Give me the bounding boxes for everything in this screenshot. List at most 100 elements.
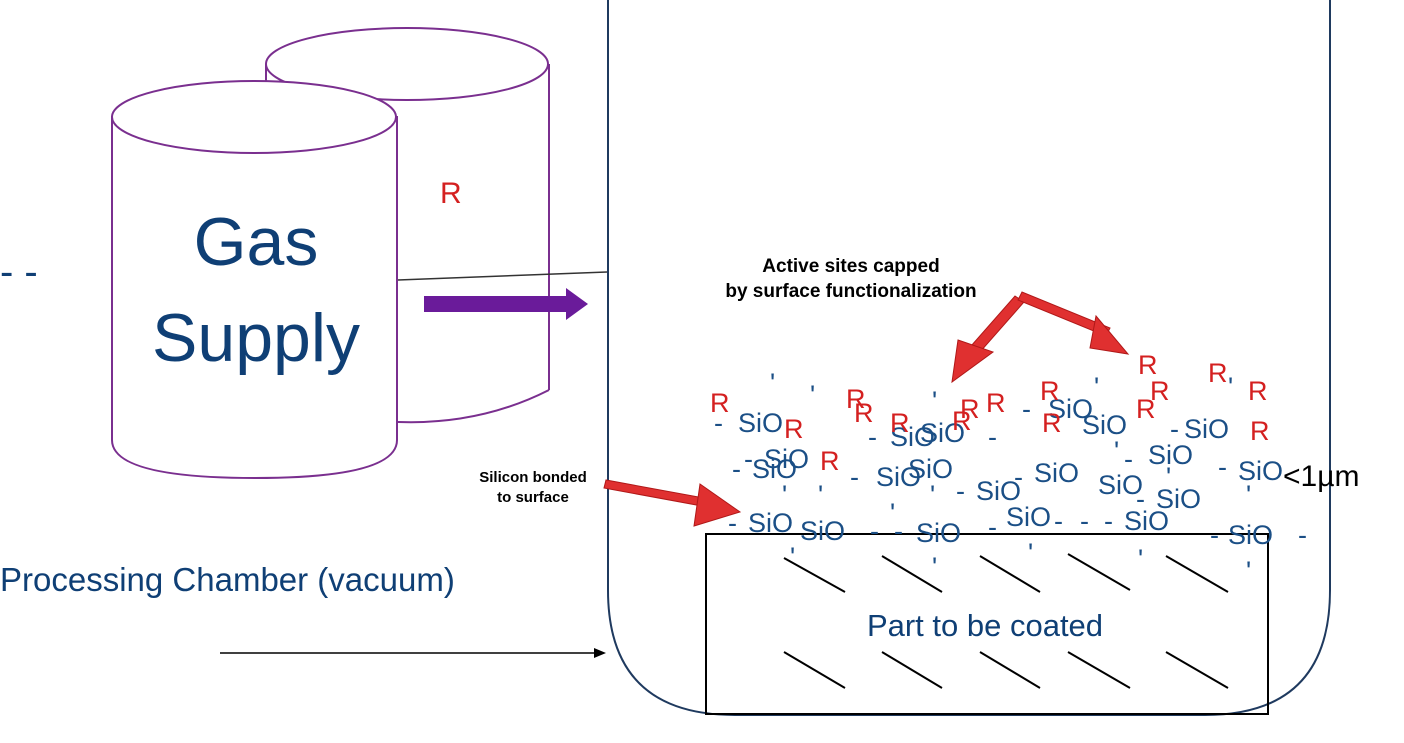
bond-mark: - xyxy=(868,422,877,452)
bond-mark: - xyxy=(744,444,753,474)
bond-mark: - xyxy=(714,408,723,438)
bond-mark: - xyxy=(728,508,737,538)
chamber-label: Processing Chamber (vacuum) xyxy=(0,561,455,598)
sio-molecule: SiO xyxy=(876,462,921,492)
vertical-bond-mark: ' xyxy=(1246,556,1251,586)
r-group: R xyxy=(820,446,840,476)
feed-line xyxy=(397,271,608,281)
r-group: R xyxy=(1150,376,1170,406)
vertical-bond-mark: ' xyxy=(1246,480,1251,510)
sio-molecule: SiO xyxy=(1228,520,1273,550)
r-group: R xyxy=(1040,376,1060,406)
sio-molecule: SiO xyxy=(748,508,793,538)
r-group: R xyxy=(952,406,972,436)
r-group: R xyxy=(1042,408,1062,438)
bond-mark: - xyxy=(1104,506,1113,536)
vertical-bond-mark: ' xyxy=(932,386,937,416)
active-sites-callout-line2: by surface functionalization xyxy=(725,281,976,302)
r-group: R xyxy=(986,388,1006,418)
r-group: R xyxy=(784,414,804,444)
vertical-bond-mark: ' xyxy=(810,380,815,410)
sio-molecule: SiO xyxy=(890,422,935,452)
gas-supply-label-line1: Gas xyxy=(194,204,319,280)
sio-molecule: SiO xyxy=(908,454,953,484)
left-fragment: - - xyxy=(0,250,38,294)
sio-molecule: SiO xyxy=(976,476,1021,506)
back-gas-cylinder: R xyxy=(265,27,550,424)
part-hatching xyxy=(783,553,1229,689)
vertical-bond-mark: ' xyxy=(818,480,823,510)
sio-molecule: SiO xyxy=(1034,458,1079,488)
gas-flow-arrow xyxy=(424,288,588,320)
gas-supply-label-line2: Supply xyxy=(152,300,360,376)
bond-mark: - xyxy=(1014,462,1023,492)
sio-molecule: SiO xyxy=(920,418,965,448)
vertical-bond-mark: ' xyxy=(770,368,775,398)
front-cylinder-top xyxy=(111,80,397,154)
bond-mark: - xyxy=(1124,444,1133,474)
bond-mark: - xyxy=(1054,506,1063,536)
silicon-callout-line1: Silicon bonded xyxy=(479,469,587,486)
sio-molecule: SiO xyxy=(764,444,809,474)
vertical-bond-mark: ' xyxy=(1094,372,1099,402)
r-group: R xyxy=(890,408,910,438)
vertical-bond-mark: ' xyxy=(932,552,937,582)
sio-molecule: SiO xyxy=(916,518,961,548)
r-group: R xyxy=(854,398,874,428)
r-group: R xyxy=(1250,416,1270,446)
r-group: R xyxy=(846,384,866,414)
thickness-label: <1µm xyxy=(1283,460,1359,493)
gas-supply-cylinder: Gas Supply xyxy=(111,80,398,480)
sio-molecule: SiO xyxy=(1148,440,1193,470)
chamber-pointer-arrow xyxy=(220,648,606,658)
vertical-bond-mark: ' xyxy=(1114,436,1119,466)
bond-mark: - xyxy=(1136,484,1145,514)
active-sites-callout-line1: Active sites capped xyxy=(762,256,939,277)
r-group: R xyxy=(710,388,730,418)
bond-mark: - xyxy=(850,462,859,492)
vertical-bond-mark: ' xyxy=(782,480,787,510)
bond-mark: - xyxy=(732,454,741,484)
bond-mark: - xyxy=(894,516,903,546)
silicon-arrow xyxy=(603,479,742,527)
r-group: R xyxy=(1136,394,1156,424)
active-sites-arrow-left xyxy=(951,295,1025,384)
active-sites-arrow-right xyxy=(1017,291,1130,355)
sio-molecule: SiO xyxy=(1238,456,1283,486)
bond-mark: - xyxy=(1210,520,1219,550)
bond-mark: - xyxy=(1022,394,1031,424)
sio-molecule: SiO xyxy=(1082,410,1127,440)
sio-molecule: SiO xyxy=(1098,470,1143,500)
sio-molecule: SiO xyxy=(752,454,797,484)
silicon-callout-line2: to surface xyxy=(497,489,569,506)
sio-molecule: SiO xyxy=(1184,414,1229,444)
r-group: R xyxy=(1138,350,1158,380)
back-cylinder-top xyxy=(265,27,549,101)
bond-mark: - xyxy=(988,512,997,542)
r-group: R xyxy=(1248,376,1268,406)
vertical-bond-mark: ' xyxy=(1138,544,1143,574)
bond-mark: - xyxy=(1298,520,1307,550)
part-to-be-coated xyxy=(705,533,1269,715)
back-cylinder-r-label: R xyxy=(440,177,462,210)
vertical-bond-mark: ' xyxy=(1228,372,1233,402)
part-label: Part to be coated xyxy=(867,608,1103,643)
vertical-bond-mark: ' xyxy=(890,498,895,528)
bond-mark: - xyxy=(1170,414,1179,444)
sio-molecule: SiO xyxy=(1006,502,1051,532)
sio-molecule: SiO xyxy=(738,408,783,438)
bond-mark: - xyxy=(870,516,879,546)
sio-molecule: SiO xyxy=(1048,394,1093,424)
front-cylinder-body xyxy=(111,116,398,480)
vertical-bond-mark: ' xyxy=(1028,538,1033,568)
sio-molecule: SiO xyxy=(1124,506,1169,536)
bond-mark: - xyxy=(1218,452,1227,482)
r-group: R xyxy=(1208,358,1228,388)
vertical-bond-mark: ' xyxy=(930,480,935,510)
bond-mark: - xyxy=(956,476,965,506)
sio-molecule: SiO xyxy=(800,516,845,546)
bond-mark: - xyxy=(988,422,997,452)
vertical-bond-mark: ' xyxy=(790,542,795,572)
sio-molecule: SiO xyxy=(1156,484,1201,514)
